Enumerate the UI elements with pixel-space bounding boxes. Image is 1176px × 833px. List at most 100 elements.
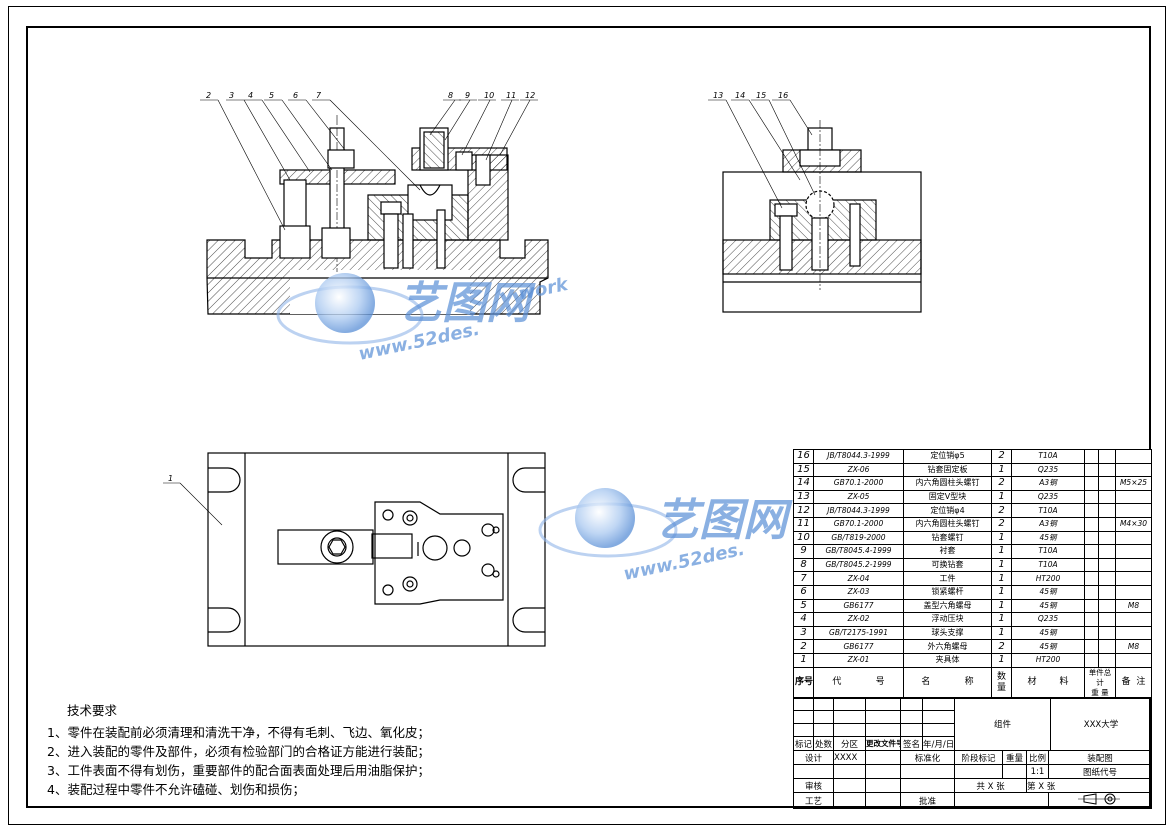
bom-cell-qty: 2 — [991, 503, 1012, 518]
tb-stage: 阶段标记 — [954, 750, 1003, 765]
bom-head-total: 总计 — [1096, 667, 1112, 687]
bom-cell-name: 可换钻套 — [903, 557, 992, 573]
bom-cell-material: Q235 — [1011, 612, 1085, 627]
bom-cell-name: 内六角圆柱头螺钉 — [903, 476, 992, 491]
bom-head-qty: 数量 — [991, 666, 1012, 699]
bom-cell-name: 衬套 — [903, 544, 992, 559]
bom-cell-note — [1115, 489, 1152, 505]
bom-cell-unit-weight — [1084, 571, 1099, 586]
bom-cell-no: 11 — [793, 516, 814, 532]
bom-cell-no: 2 — [793, 639, 814, 654]
leader-12: 12 — [525, 91, 535, 100]
leader-11: 11 — [506, 91, 516, 100]
side-section-view — [722, 120, 922, 313]
bom-cell-total-weight — [1098, 652, 1116, 668]
bom-cell-qty: 2 — [991, 639, 1012, 654]
leader-7: 7 — [316, 91, 322, 100]
bom-cell-total-weight — [1098, 612, 1116, 627]
watermark-brand-1: 艺图网 — [398, 278, 536, 329]
bom-cell-material: 45钢 — [1011, 530, 1085, 546]
bom-cell-unit-weight — [1084, 557, 1099, 573]
tech-item-3: 3、工件表面不得有划伤，重要部件的配合面表面处理后用油脂保护； — [47, 763, 430, 778]
bom-cell-total-weight — [1098, 530, 1116, 546]
bom-cell-qty: 2 — [991, 476, 1012, 491]
tb-total-sheets: 共 X 张 — [954, 778, 1027, 793]
bom-cell-code: JB/T8044.3-1999 — [813, 449, 904, 464]
bom-cell-qty: 1 — [991, 544, 1012, 559]
tech-title: 技术要求 — [67, 703, 118, 718]
tb-date: 年/月/日 — [922, 736, 955, 751]
bom-head-code-a: 代 — [832, 677, 842, 687]
bom-cell-no: 7 — [793, 571, 814, 586]
bom-cell-total-weight — [1098, 557, 1116, 573]
bom-cell-name: 定位销φ5 — [903, 449, 992, 464]
leader-6: 6 — [293, 91, 298, 100]
bom-cell-note — [1115, 503, 1152, 518]
bom-cell-note — [1115, 462, 1152, 478]
bom-cell-no: 8 — [793, 557, 814, 573]
bom-cell-no: 13 — [793, 489, 814, 505]
bom-cell-no: 15 — [793, 462, 814, 478]
bom-cell-no: 9 — [793, 544, 814, 559]
tb-craft: 工艺 — [793, 792, 834, 809]
bom-cell-name: 球头支撑 — [903, 625, 992, 641]
bom-cell-code: GB70.1-2000 — [813, 476, 904, 491]
bom-cell-no: 4 — [793, 612, 814, 627]
leader-8: 8 — [448, 91, 453, 100]
bom-cell-qty: 1 — [991, 584, 1012, 600]
bom-cell-note: M5×25 — [1115, 476, 1152, 491]
bom-cell-no: 5 — [793, 598, 814, 614]
bom-cell-unit-weight — [1084, 598, 1099, 614]
watermark-1: 艺图网 www.52des. work — [276, 273, 571, 365]
bom-cell-code: ZX-05 — [813, 489, 904, 505]
bom-cell-unit-weight — [1084, 639, 1099, 654]
bom-cell-unit-weight — [1084, 449, 1099, 464]
bom-cell-code: ZX-01 — [813, 652, 904, 668]
bom-head-mat-b: 料 — [1059, 677, 1069, 687]
bom-cell-code: GB6177 — [813, 639, 904, 654]
bom-cell-material: A3钢 — [1011, 516, 1085, 532]
tb-mark: 标记 — [793, 736, 814, 751]
bom-cell-material: A3钢 — [1011, 476, 1085, 491]
bom-cell-name: 钻套固定板 — [903, 462, 992, 478]
tb-designer: XXXX — [833, 750, 866, 765]
tb-docno: 更改文件号 — [865, 736, 901, 751]
tech-item-2: 2、进入装配的零件及部件，必须有检验部门的合格证方能进行装配； — [47, 744, 430, 759]
front-leader-lines — [200, 99, 538, 231]
bom-cell-no: 3 — [793, 625, 814, 641]
assembly-label: 组件 — [955, 698, 1051, 750]
bom-head-mat-a: 材 — [1027, 677, 1037, 687]
technical-requirements: 技术要求 1、零件在装配前必须清理和清洗干净，不得有毛刺、飞边、氧化皮； 2、进… — [47, 700, 430, 799]
bom-cell-qty: 1 — [991, 489, 1012, 505]
bom-cell-name: 盖型六角螺母 — [903, 598, 992, 614]
bom-cell-material: T10A — [1011, 503, 1085, 518]
bom-head-code-b: 号 — [875, 677, 885, 687]
bom-head-name-b: 称 — [964, 677, 974, 687]
leader-10: 10 — [484, 91, 494, 100]
bom-cell-material: 45钢 — [1011, 584, 1085, 600]
bom-cell-note — [1115, 612, 1152, 627]
bom-cell-qty: 1 — [991, 557, 1012, 573]
tb-sign: 签名 — [900, 736, 923, 751]
bom-cell-note — [1115, 625, 1152, 641]
bom-cell-note — [1115, 449, 1152, 464]
tb-sheet-no: 第 X 张 — [1025, 778, 1153, 793]
bom-cell-qty: 2 — [991, 449, 1012, 464]
bom-cell-total-weight — [1098, 571, 1116, 586]
bom-cell-name: 钻套螺钉 — [903, 530, 992, 546]
bom-cell-code: GB/T819-2000 — [813, 530, 904, 546]
bom-cell-qty: 1 — [991, 625, 1012, 641]
bom-cell-qty: 1 — [991, 462, 1012, 478]
bom-head-weight-label: 重 量 — [1091, 687, 1109, 697]
bom-cell-code: ZX-06 — [813, 462, 904, 478]
